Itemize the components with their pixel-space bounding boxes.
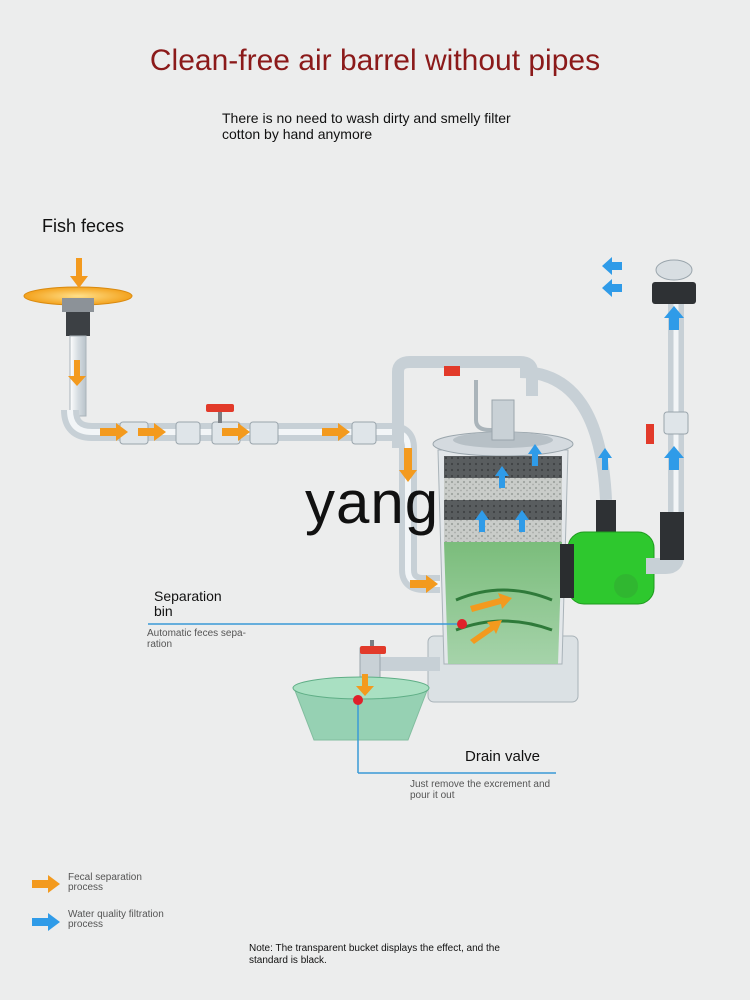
legend-fecal: Fecal separation process (68, 872, 142, 893)
watermark: yang (305, 469, 440, 536)
hose (519, 366, 612, 501)
page-subtitle: There is no need to wash dirty and smell… (222, 110, 511, 142)
inlet-valve-handle (206, 404, 234, 412)
hose-connector (596, 500, 616, 532)
separation-desc: Automatic feces sepa- ration (147, 628, 246, 650)
footnote: Note: The transparent bucket displays th… (249, 943, 500, 966)
legend-filtration: Water quality filtration process (68, 909, 164, 930)
filtration-flow-arrows (475, 257, 684, 532)
drain-assembly (292, 640, 440, 741)
separation-bin-label: Separation bin (154, 588, 222, 619)
inlet-funnel (23, 286, 133, 417)
canister (427, 399, 579, 703)
page-title: Clean-free air barrel without pipes (149, 44, 601, 77)
outlet-pipe (646, 259, 696, 574)
drain-desc: Just remove the excrement and pour it ou… (410, 779, 551, 801)
fish-feces-label: Fish feces (42, 216, 125, 236)
callouts (148, 619, 556, 774)
fecal-flow-arrows (68, 258, 512, 696)
legend-arrows (32, 875, 60, 931)
pump (560, 531, 655, 605)
drain-valve-label: Drain valve (465, 748, 541, 765)
